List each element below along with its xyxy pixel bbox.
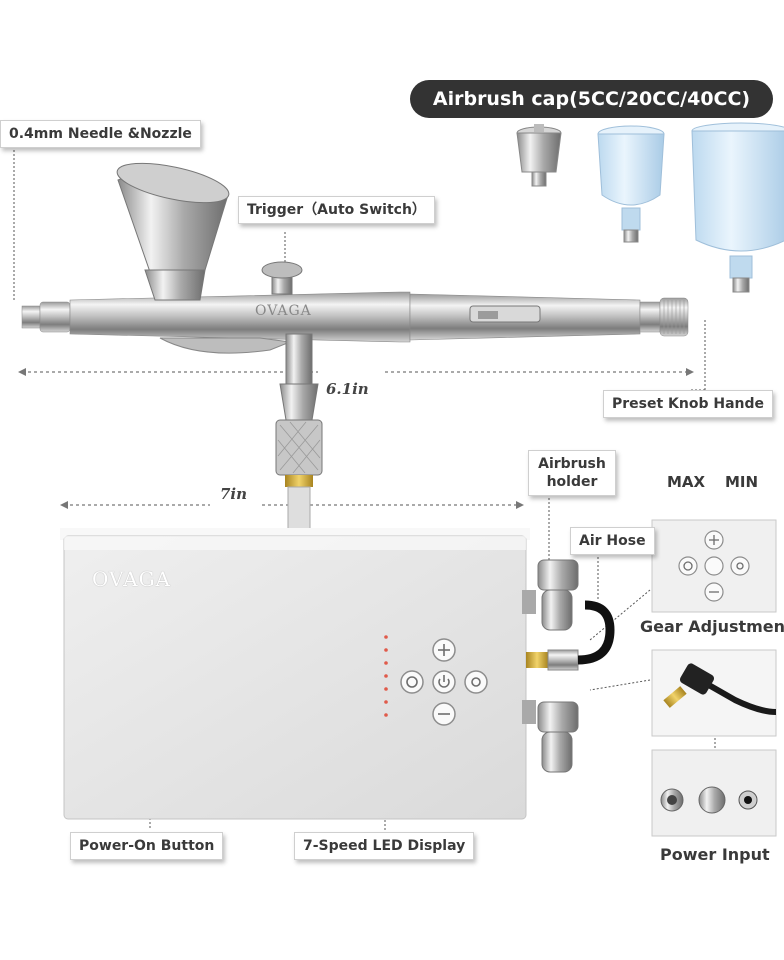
box-logo: OVAGA (92, 567, 171, 591)
max-label: MAX (667, 473, 706, 491)
preset-knob-label: Preset Knob Hande (603, 390, 774, 418)
power-input-label: Power Input (660, 845, 770, 864)
needle-nozzle-label: 0.4mm Needle &Nozzle (0, 120, 201, 148)
airbrush-length-dimension: 6.1in (326, 380, 369, 398)
led-display-label: 7-Speed LED Display (294, 832, 475, 860)
power-plug-panel (651, 649, 777, 737)
min-label: MIN (725, 473, 759, 491)
gear-adjustment-label: Gear Adjustment (640, 617, 784, 636)
airbrush (21, 162, 689, 533)
trigger-label: Trigger（Auto Switch） (238, 196, 435, 224)
power-input-panel (651, 749, 777, 837)
air-hose-label: Air Hose (570, 527, 655, 555)
box-length-dimension: 7in (220, 485, 248, 503)
airbrush-cups (516, 122, 784, 293)
airbrush-holder-label: Airbrush holder (528, 450, 616, 496)
airbrush-engraving: OVAGA (255, 303, 312, 319)
cap-banner: Airbrush cap(5CC/20CC/40CC) (410, 80, 773, 118)
compressor-box (60, 528, 615, 820)
gear-panel-illustration (651, 519, 777, 613)
power-on-label: Power-On Button (70, 832, 224, 860)
